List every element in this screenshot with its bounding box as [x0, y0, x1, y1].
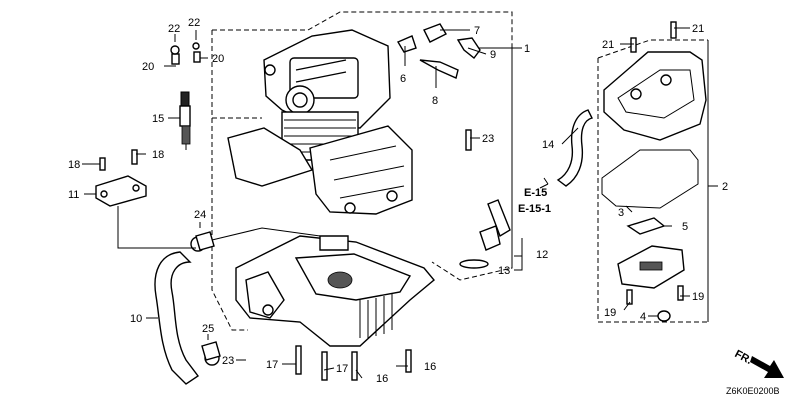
label-19a: 19 — [604, 307, 616, 319]
label-20a: 20 — [142, 61, 154, 73]
label-15: 15 — [152, 113, 164, 125]
label-14: 14 — [542, 139, 554, 151]
diagram-code: Z6K0E0200B — [726, 386, 780, 396]
crankcase — [235, 235, 435, 347]
label-19b: 19 — [692, 291, 704, 303]
ref-e15-1: E-15-1 — [518, 203, 551, 215]
label-22b: 22 — [188, 17, 200, 29]
label-21a: 21 — [602, 39, 614, 51]
label-5: 5 — [682, 221, 688, 233]
label-17b: 17 — [336, 363, 348, 375]
label-12: 12 — [536, 249, 548, 261]
label-6: 6 — [400, 73, 406, 85]
label-13: 13 — [498, 265, 510, 277]
small-fasteners — [99, 21, 684, 381]
label-3: 3 — [618, 207, 624, 219]
direction-label: FR. — [733, 348, 754, 367]
part-labels: 1 2 3 4 5 6 7 8 9 10 11 12 13 14 15 16 1… — [68, 17, 728, 385]
breather-hose-14 — [556, 109, 594, 187]
leader-lines — [82, 27, 690, 379]
guide-plate — [95, 175, 147, 207]
cross-references: E-15 E-15-1 — [518, 187, 551, 215]
label-16a: 16 — [376, 373, 388, 385]
label-9: 9 — [490, 49, 496, 61]
label-18b: 18 — [152, 149, 164, 161]
ref-e15: E-15 — [524, 187, 547, 199]
oil-filler-cap — [459, 199, 511, 269]
label-20b: 20 — [212, 53, 224, 65]
label-16b: 16 — [424, 361, 436, 373]
label-24: 24 — [194, 209, 206, 221]
label-7: 7 — [474, 25, 480, 37]
breather-hose-10 — [154, 236, 220, 385]
label-1: 1 — [524, 43, 530, 55]
head-cover — [603, 51, 707, 141]
label-22a: 22 — [168, 23, 180, 35]
front-direction-indicator: FR. — [733, 348, 784, 378]
label-2: 2 — [722, 181, 728, 193]
cylinder-block — [227, 29, 413, 215]
label-23b: 23 — [222, 355, 234, 367]
assembly-2-outline — [597, 39, 718, 323]
label-11: 11 — [68, 189, 79, 201]
label-4: 4 — [640, 311, 646, 323]
label-25: 25 — [202, 323, 214, 335]
rocker-arms — [396, 23, 481, 79]
front-arrow-icon — [750, 356, 784, 378]
spark-plug — [179, 91, 191, 150]
label-18a: 18 — [68, 159, 80, 171]
label-10: 10 — [130, 313, 142, 325]
label-23a: 23 — [482, 133, 494, 145]
hose-clips — [195, 231, 221, 361]
breather-parts — [617, 217, 685, 289]
label-21b: 21 — [692, 23, 704, 35]
label-17a: 17 — [266, 359, 278, 371]
label-8: 8 — [432, 95, 438, 107]
head-cover-gasket — [601, 149, 699, 209]
